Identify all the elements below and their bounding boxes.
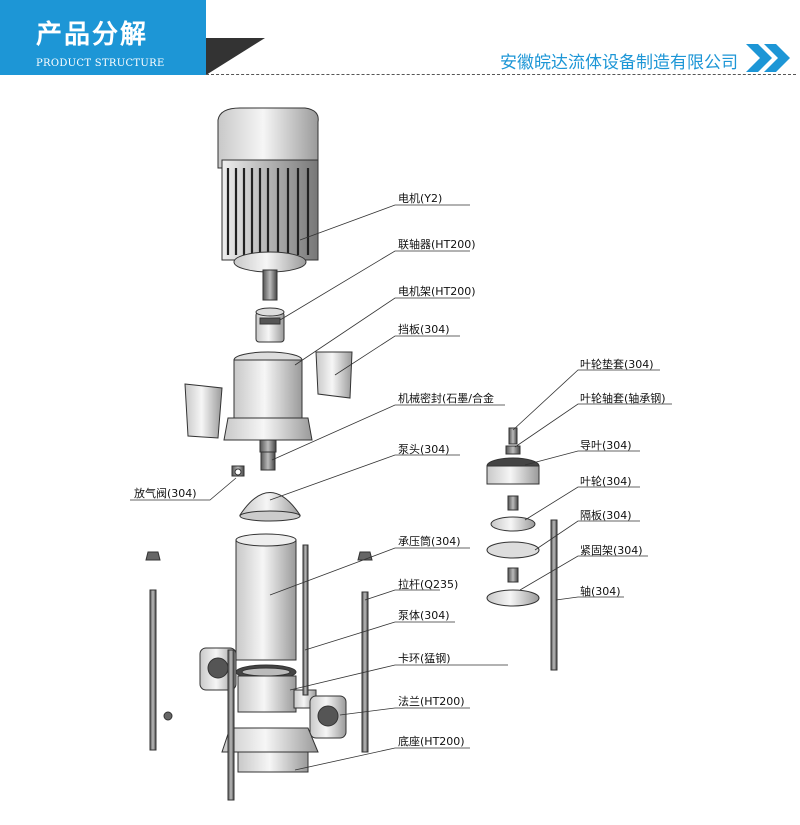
- label-impeller-bush: 叶轮轴套(轴承钢): [580, 392, 666, 405]
- page-subtitle: PRODUCT STRUCTURE: [36, 58, 165, 69]
- label-fastening-frame: 紧固架(304): [580, 544, 643, 557]
- label-impeller-spacer: 叶轮垫套(304): [580, 358, 654, 371]
- label-coupling: 联轴器(HT200): [398, 238, 476, 251]
- pump-body-part: [199, 647, 347, 739]
- baffle-part: [184, 351, 353, 439]
- label-pump-body: 泵体(304): [398, 609, 450, 622]
- label-vent-valve: 放气阀(304): [134, 487, 197, 500]
- coupling-part: [255, 307, 285, 343]
- label-partition: 隔板(304): [580, 509, 632, 522]
- label-shaft: 轴(304): [580, 585, 621, 598]
- label-impeller: 叶轮(304): [580, 475, 632, 488]
- impeller-stack-part: [486, 427, 558, 671]
- label-tie-rod: 拉杆(Q235): [398, 578, 459, 591]
- label-pump-head: 泵头(304): [398, 443, 450, 456]
- leader-lines: [130, 204, 672, 771]
- company-name: 安徽皖达流体设备制造有限公司: [500, 53, 738, 73]
- double-chevron-right-icon: [746, 44, 790, 72]
- label-motor-frame: 电机架(HT200): [398, 285, 476, 298]
- label-mech-seal: 机械密封(石墨/合金: [398, 392, 494, 405]
- label-baffle: 挡板(304): [398, 323, 450, 336]
- header-banner: 产品分解 PRODUCT STRUCTURE: [0, 0, 206, 75]
- mech-seal-part: [260, 451, 276, 471]
- pump-head-part: [239, 492, 301, 516]
- motor-part: [217, 107, 319, 301]
- motor-frame-part: [223, 351, 313, 453]
- pressure-tube-part: [235, 539, 297, 661]
- page-title: 产品分解: [36, 20, 149, 50]
- header-shadow: [206, 38, 265, 75]
- label-pressure-tube: 承压筒(304): [398, 535, 461, 548]
- label-guide-vane: 导叶(304): [580, 439, 632, 452]
- base-part: [221, 727, 319, 773]
- label-flange: 法兰(HT200): [398, 695, 465, 708]
- label-base: 底座(HT200): [398, 735, 465, 748]
- header-divider: [206, 74, 796, 75]
- vent-valve-part: [231, 465, 245, 477]
- label-motor: 电机(Y2): [398, 192, 443, 205]
- label-clamp-ring: 卡环(猛钢): [398, 652, 451, 665]
